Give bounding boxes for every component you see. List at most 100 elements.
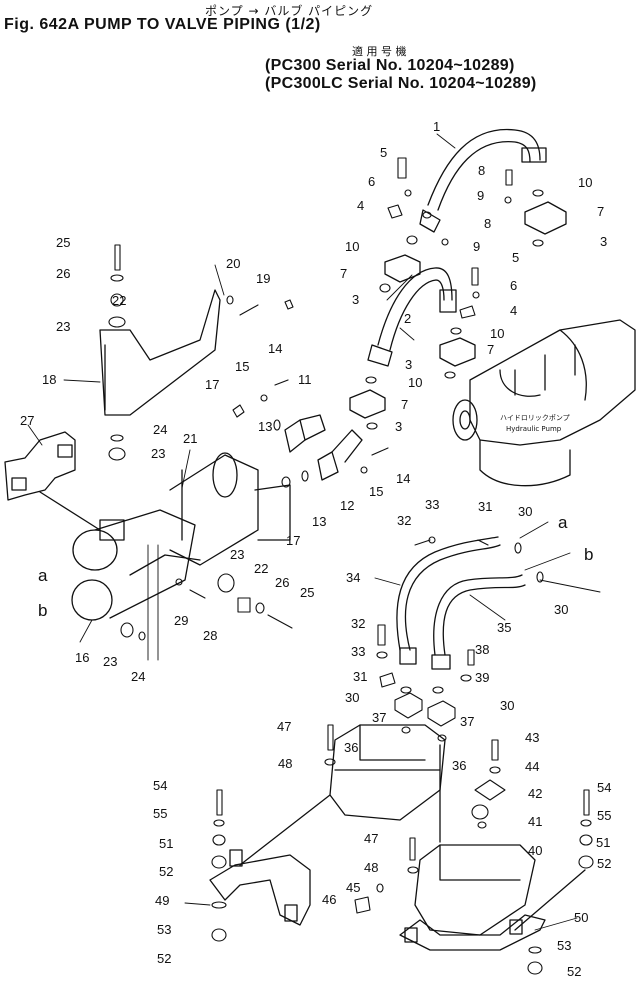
part-callout-23: 23 <box>56 319 70 334</box>
part-callout-16: 16 <box>75 650 89 665</box>
applicable-models-label: 適 用 号 機 <box>352 45 407 58</box>
part-callout-23: 23 <box>151 446 165 461</box>
part-callout-37: 37 <box>372 710 386 725</box>
elbow-12 <box>317 429 363 481</box>
part-callout-4: 4 <box>357 198 364 213</box>
part-callout-1: 1 <box>433 119 440 134</box>
connection-letter-a: a <box>38 566 48 585</box>
japanese-title: ポンプ → バルブ パイピング <box>205 4 374 18</box>
hose-1 <box>419 128 547 233</box>
control-valve-lower <box>414 744 536 936</box>
part-callout-52: 52 <box>567 964 581 979</box>
part-callout-8: 8 <box>478 163 485 178</box>
connection-letter-b: b <box>38 601 47 620</box>
part-callout-31: 31 <box>353 669 367 684</box>
part-callout-40: 40 <box>528 843 542 858</box>
part-callout-7: 7 <box>340 266 347 281</box>
part-callout-55: 55 <box>597 808 611 823</box>
bracket-18 <box>99 289 221 416</box>
part-callout-47: 47 <box>364 831 378 846</box>
part-callout-13: 13 <box>312 514 326 529</box>
part-callout-13: 13 <box>258 419 272 434</box>
part-callout-17: 17 <box>205 377 219 392</box>
part-callout-42: 42 <box>528 786 542 801</box>
part-callout-32: 32 <box>351 616 365 631</box>
part-callout-8: 8 <box>484 216 491 231</box>
part-callout-43: 43 <box>525 730 539 745</box>
part-callout-12: 12 <box>340 498 354 513</box>
part-callout-36: 36 <box>344 740 358 755</box>
part-callout-32: 32 <box>397 513 411 528</box>
part-callout-38: 38 <box>475 642 489 657</box>
part-callout-22: 22 <box>112 293 126 308</box>
serial-range-pc300lc: (PC300LC Serial No. 10204~10289) <box>265 75 537 92</box>
part-callout-25: 25 <box>56 235 70 250</box>
part-callout-11: 11 <box>298 372 312 387</box>
canister-16 <box>71 509 201 621</box>
part-callout-20: 20 <box>226 256 240 271</box>
bracket-27 <box>4 431 101 531</box>
part-callout-22: 22 <box>254 561 268 576</box>
elbow-11 <box>284 414 326 453</box>
part-callout-18: 18 <box>42 372 56 387</box>
part-callout-10: 10 <box>408 375 422 390</box>
part-callout-24: 24 <box>131 669 145 684</box>
part-callout-37: 37 <box>460 714 474 729</box>
part-callout-51: 51 <box>596 835 610 850</box>
bracket-50 <box>399 869 586 951</box>
part-callout-47: 47 <box>277 719 291 734</box>
part-callout-39: 39 <box>475 670 489 685</box>
part-callout-36: 36 <box>452 758 466 773</box>
part-callout-2: 2 <box>404 311 411 326</box>
part-callout-35: 35 <box>497 620 511 635</box>
part-callout-55: 55 <box>153 806 167 821</box>
part-callout-23: 23 <box>230 547 244 562</box>
part-callout-15: 15 <box>369 484 383 499</box>
part-callout-7: 7 <box>401 397 408 412</box>
part-callout-6: 6 <box>368 174 375 189</box>
part-callout-3: 3 <box>352 292 359 307</box>
part-callout-31: 31 <box>478 499 492 514</box>
part-callout-4: 4 <box>510 303 517 318</box>
pump-label-english: Hydraulic Pump <box>506 425 562 433</box>
part-callout-46: 46 <box>322 892 336 907</box>
part-callout-24: 24 <box>153 422 167 437</box>
part-callout-30: 30 <box>500 698 514 713</box>
part-callout-33: 33 <box>351 644 365 659</box>
part-callout-6: 6 <box>510 278 517 293</box>
part-callout-33: 33 <box>425 497 439 512</box>
part-callout-3: 3 <box>405 357 412 372</box>
bracket-49 <box>209 794 331 926</box>
part-callout-52: 52 <box>157 951 171 966</box>
hose-35 <box>431 574 526 670</box>
part-callout-45: 45 <box>346 880 360 895</box>
part-callout-53: 53 <box>157 922 171 937</box>
part-callout-44: 44 <box>525 759 539 774</box>
part-callout-34: 34 <box>346 570 360 585</box>
part-callout-52: 52 <box>159 864 173 879</box>
part-callout-14: 14 <box>268 341 282 356</box>
part-callout-51: 51 <box>159 836 173 851</box>
part-callout-19: 19 <box>256 271 270 286</box>
part-callout-3: 3 <box>600 234 607 249</box>
pump-label-japanese: ハイドロリックポンプ <box>500 414 570 422</box>
part-callout-26: 26 <box>275 575 289 590</box>
part-callout-9: 9 <box>477 188 484 203</box>
part-callout-9: 9 <box>473 239 480 254</box>
part-callout-15: 15 <box>235 359 249 374</box>
part-callout-41: 41 <box>528 814 542 829</box>
part-callout-3: 3 <box>395 419 402 434</box>
hydraulic-pump <box>452 319 636 487</box>
part-callout-10: 10 <box>578 175 592 190</box>
figure-title: Fig. 642A PUMP TO VALVE PIPING (1/2) <box>4 16 321 33</box>
part-callout-10: 10 <box>490 326 504 341</box>
part-callout-27: 27 <box>20 413 34 428</box>
part-callout-50: 50 <box>574 910 588 925</box>
part-callout-7: 7 <box>487 342 494 357</box>
part-callout-30: 30 <box>518 504 532 519</box>
part-callout-54: 54 <box>153 778 167 793</box>
cylinder-21 <box>169 452 291 566</box>
part-callout-48: 48 <box>278 756 292 771</box>
connection-letter-b: b <box>584 545 593 564</box>
